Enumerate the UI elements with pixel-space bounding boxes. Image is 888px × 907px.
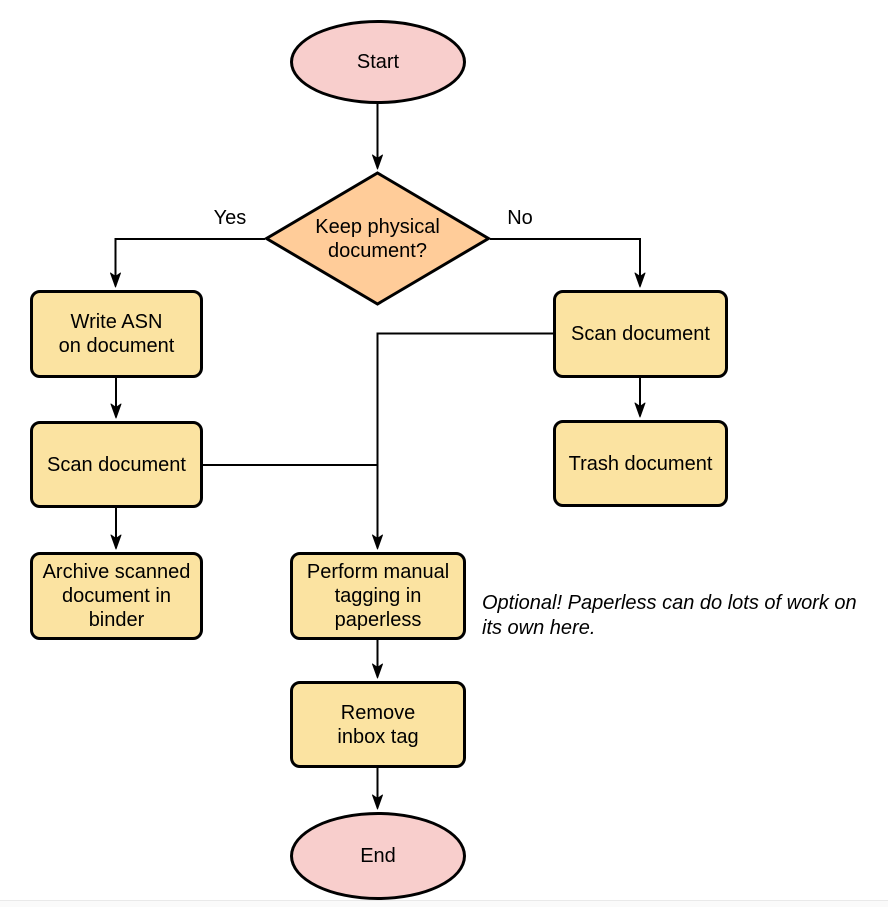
decision-diamond-shape <box>263 171 492 306</box>
node-decision-label: Keep physical document? <box>315 216 440 262</box>
node-start-label: Start <box>356 51 400 73</box>
node-end-label: End <box>360 845 396 867</box>
node-end: End <box>290 812 466 900</box>
node-scan-document-right: Scan document <box>553 290 728 378</box>
optional-note: Optional! Paperless can do lots of work … <box>482 592 857 639</box>
node-archive-document-label: Archive scanned document in binder <box>42 561 191 631</box>
node-scan-document-left: Scan document <box>30 421 203 508</box>
node-manual-tagging: Perform manual tagging in paperless <box>290 552 466 640</box>
edge-decision-write-asn <box>110 238 265 288</box>
node-archive-document: Archive scanned document in binder <box>30 552 203 640</box>
edge-decision-scan-right <box>490 238 646 288</box>
node-trash-document-label: Trash document <box>568 452 713 475</box>
node-write-asn: Write ASN on document <box>30 290 203 378</box>
edge-label-yes: Yes <box>213 207 247 229</box>
node-remove-inbox-tag-label: Remove inbox tag <box>337 701 419 748</box>
node-decision: Keep physical document? <box>277 200 478 278</box>
edge-label-no: No <box>507 207 533 229</box>
node-manual-tagging-label: Perform manual tagging in paperless <box>306 561 450 631</box>
page-bottom-strip <box>0 900 888 907</box>
node-write-asn-label: Write ASN on document <box>58 311 175 357</box>
node-start: Start <box>290 20 466 104</box>
node-scan-document-left-label: Scan document <box>47 453 186 476</box>
node-trash-document: Trash document <box>553 420 728 507</box>
edge-scan-right-tagging <box>372 332 553 550</box>
node-remove-inbox-tag: Remove inbox tag <box>290 681 466 768</box>
node-scan-document-right-label: Scan document <box>571 323 710 345</box>
